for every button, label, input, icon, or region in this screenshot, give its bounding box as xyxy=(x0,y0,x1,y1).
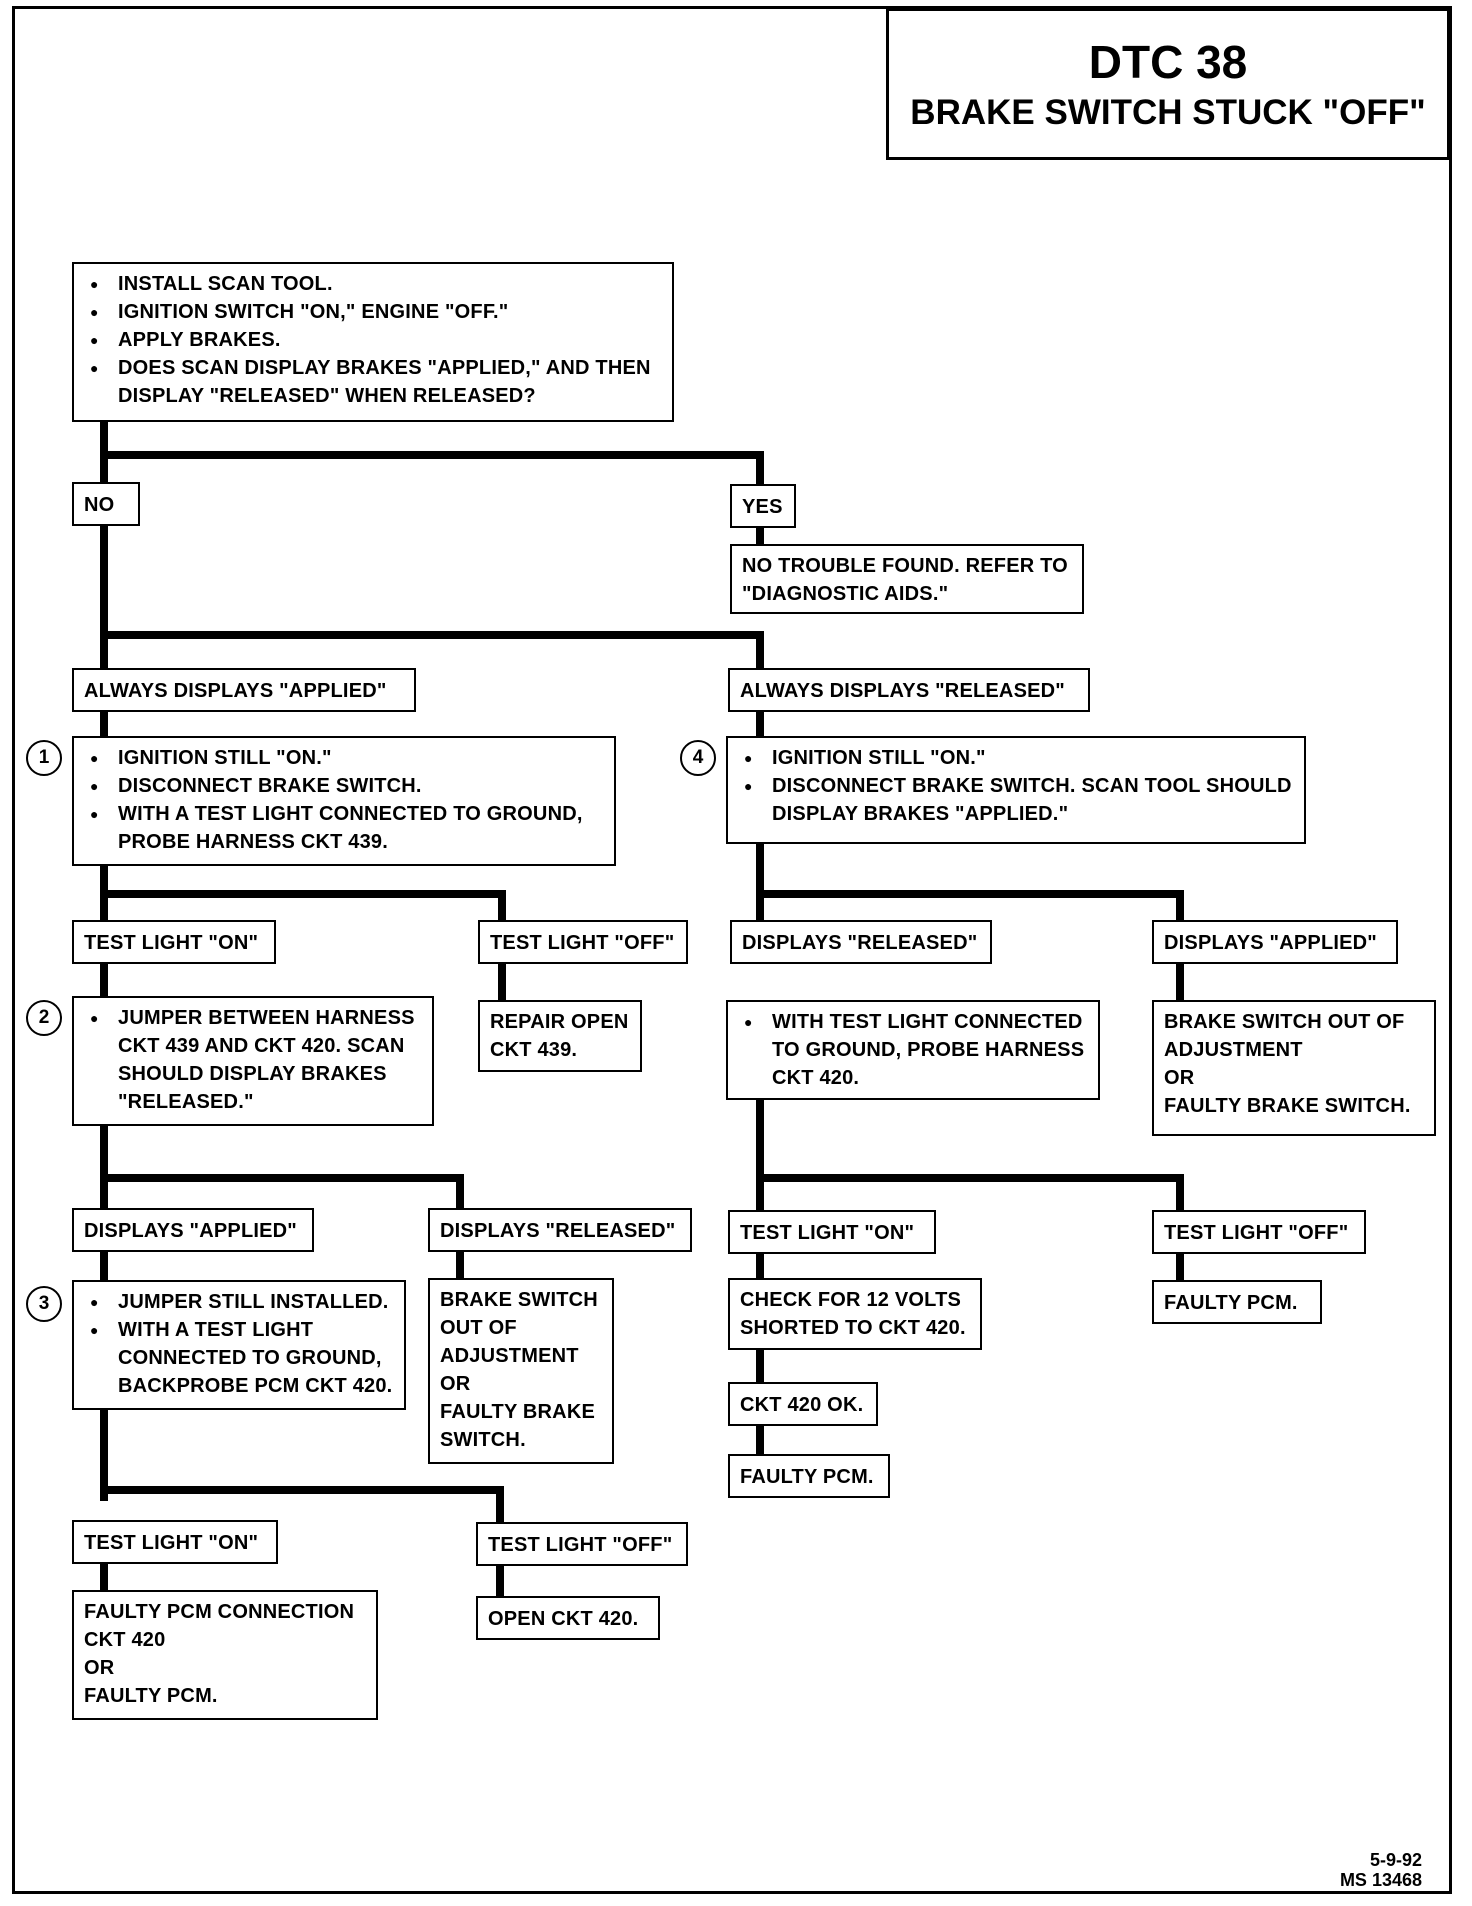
step-3-box: JUMPER STILL INSTALLED. WITH A TEST LIGH… xyxy=(72,1280,406,1410)
step-2-item: JUMPER BETWEEN HARNESS CKT 439 AND CKT 4… xyxy=(84,1004,422,1116)
faulty-pcm-connection-box: FAULTY PCM CONNECTION CKT 420 OR FAULTY … xyxy=(72,1590,378,1720)
title-subtitle: BRAKE SWITCH STUCK "OFF" xyxy=(910,93,1426,132)
probe-ckt-420-box: WITH TEST LIGHT CONNECTED TO GROUND, PRO… xyxy=(726,1000,1100,1100)
step-2-displays-applied: DISPLAYS "APPLIED" xyxy=(72,1208,314,1252)
step-3-test-light-off: TEST LIGHT "OFF" xyxy=(476,1522,688,1566)
repair-open-line: CKT 439. xyxy=(490,1039,578,1061)
brake-switch-line: OR xyxy=(1164,1067,1195,1089)
step-2-box: JUMPER BETWEEN HARNESS CKT 439 AND CKT 4… xyxy=(72,996,434,1126)
probe-420-item: WITH TEST LIGHT CONNECTED TO GROUND, PRO… xyxy=(738,1008,1088,1092)
faulty-pcm-connection-line: FAULTY PCM. xyxy=(84,1685,218,1707)
brake-switch-mid-line: ADJUSTMENT xyxy=(440,1345,579,1367)
brake-switch-mid-line: FAULTY BRAKE xyxy=(440,1401,595,1423)
step-1-item: IGNITION STILL "ON." xyxy=(84,744,604,772)
brake-switch-line: BRAKE SWITCH OUT OF xyxy=(1164,1011,1405,1033)
no-trouble-line: NO TROUBLE FOUND. REFER TO xyxy=(742,555,1068,577)
title-code: DTC 38 xyxy=(1088,36,1248,88)
step-3-item: WITH A TEST LIGHT CONNECTED TO GROUND, B… xyxy=(84,1316,394,1400)
step-4-item: IGNITION STILL "ON." xyxy=(738,744,1294,772)
check-12-volts-box: CHECK FOR 12 VOLTS SHORTED TO CKT 420. xyxy=(728,1278,982,1350)
step-4-displays-applied: DISPLAYS "APPLIED" xyxy=(1152,920,1398,964)
brake-switch-adjust-mid-box: BRAKE SWITCH OUT OF ADJUSTMENT OR FAULTY… xyxy=(428,1278,614,1464)
brake-switch-mid-line: OR xyxy=(440,1373,471,1395)
repair-open-439-box: REPAIR OPEN CKT 439. xyxy=(478,1000,642,1072)
step-3-item: JUMPER STILL INSTALLED. xyxy=(84,1288,394,1316)
always-released-label: ALWAYS DISPLAYS "RELEASED" xyxy=(728,668,1090,712)
step-4-badge: 4 xyxy=(680,740,716,776)
step-4-item: DISCONNECT BRAKE SWITCH. SCAN TOOL SHOUL… xyxy=(738,772,1294,828)
always-applied-label: ALWAYS DISPLAYS "APPLIED" xyxy=(72,668,416,712)
brake-switch-mid-line: SWITCH. xyxy=(440,1429,526,1451)
footer-ref: 5-9-92 MS 13468 xyxy=(1340,1850,1422,1890)
step-4-box: IGNITION STILL "ON." DISCONNECT BRAKE SW… xyxy=(726,736,1306,844)
check-12v-line: SHORTED TO CKT 420. xyxy=(740,1317,966,1339)
faulty-pcm-connection-line: FAULTY PCM CONNECTION xyxy=(84,1601,355,1623)
step-3-test-light-on: TEST LIGHT "ON" xyxy=(72,1520,278,1564)
step-1-item: DISCONNECT BRAKE SWITCH. xyxy=(84,772,604,800)
faulty-pcm-connection-line: OR xyxy=(84,1657,115,1679)
repair-open-line: REPAIR OPEN xyxy=(490,1011,629,1033)
faulty-pcm-mid-box: FAULTY PCM. xyxy=(728,1454,890,1498)
probe-420-test-light-off: TEST LIGHT "OFF" xyxy=(1152,1210,1366,1254)
open-ckt-420-box: OPEN CKT 420. xyxy=(476,1596,660,1640)
step-3-badge: 3 xyxy=(26,1286,62,1322)
faulty-pcm-connection-line: CKT 420 xyxy=(84,1629,166,1651)
step-1-badge: 1 xyxy=(26,740,62,776)
brake-switch-line: FAULTY BRAKE SWITCH. xyxy=(1164,1095,1411,1117)
no-trouble-found-box: NO TROUBLE FOUND. REFER TO "DIAGNOSTIC A… xyxy=(730,544,1084,614)
yes-label: YES xyxy=(730,484,796,528)
no-trouble-line: "DIAGNOSTIC AIDS." xyxy=(742,583,949,605)
start-item: DOES SCAN DISPLAY BRAKES "APPLIED," AND … xyxy=(84,354,662,410)
faulty-pcm-right-box: FAULTY PCM. xyxy=(1152,1280,1322,1324)
ckt-420-ok-box: CKT 420 OK. xyxy=(728,1382,878,1426)
step-4-displays-released: DISPLAYS "RELEASED" xyxy=(730,920,992,964)
brake-switch-line: ADJUSTMENT xyxy=(1164,1039,1303,1061)
footer-date: 5-9-92 xyxy=(1369,1850,1422,1870)
brake-switch-mid-line: OUT OF xyxy=(440,1317,517,1339)
step-2-badge: 2 xyxy=(26,1000,62,1036)
step-1-test-light-off: TEST LIGHT "OFF" xyxy=(478,920,688,964)
start-item: APPLY BRAKES. xyxy=(84,326,662,354)
start-item: IGNITION SWITCH "ON," ENGINE "OFF." xyxy=(84,298,662,326)
step-1-item: WITH A TEST LIGHT CONNECTED TO GROUND, P… xyxy=(84,800,604,856)
footer-ref-number: MS 13468 xyxy=(1339,1870,1422,1890)
brake-switch-adjust-right-box: BRAKE SWITCH OUT OF ADJUSTMENT OR FAULTY… xyxy=(1152,1000,1436,1136)
brake-switch-mid-line: BRAKE SWITCH xyxy=(440,1289,598,1311)
start-box: INSTALL SCAN TOOL. IGNITION SWITCH "ON,"… xyxy=(72,262,674,422)
step-1-box: IGNITION STILL "ON." DISCONNECT BRAKE SW… xyxy=(72,736,616,866)
step-2-displays-released: DISPLAYS "RELEASED" xyxy=(428,1208,692,1252)
no-label: NO xyxy=(72,482,140,526)
probe-420-test-light-on: TEST LIGHT "ON" xyxy=(728,1210,936,1254)
check-12v-line: CHECK FOR 12 VOLTS xyxy=(740,1289,962,1311)
step-1-test-light-on: TEST LIGHT "ON" xyxy=(72,920,276,964)
start-item: INSTALL SCAN TOOL. xyxy=(84,270,662,298)
title-box: DTC 38 BRAKE SWITCH STUCK "OFF" xyxy=(886,8,1450,160)
page-frame xyxy=(12,6,1452,1894)
